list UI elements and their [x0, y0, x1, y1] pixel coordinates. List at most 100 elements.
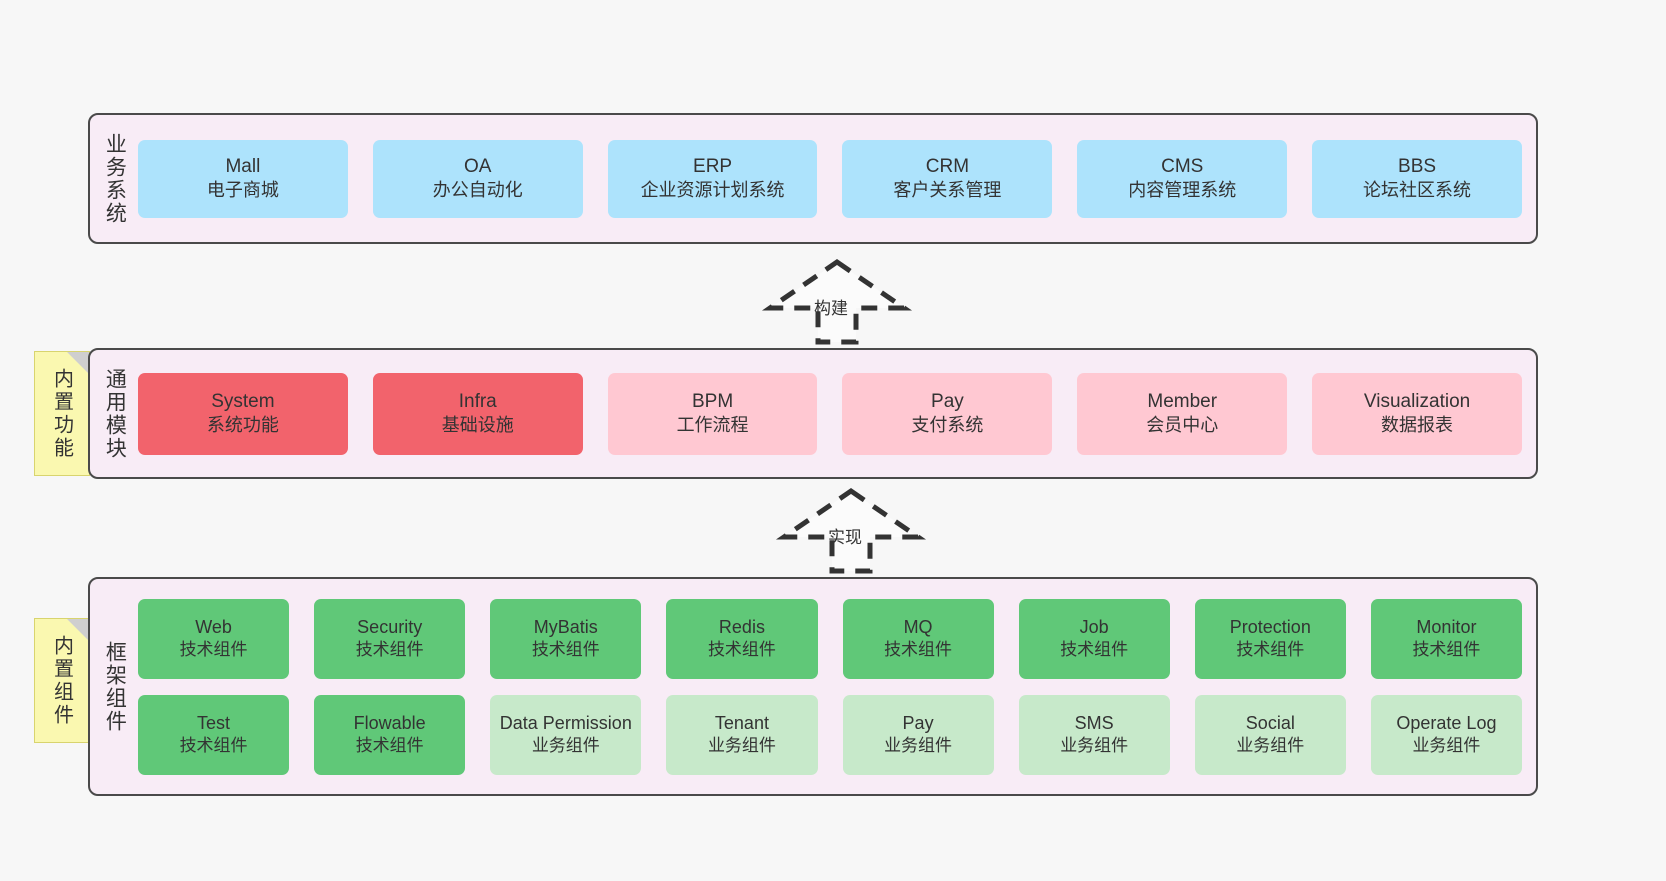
- card-data-permission-name: Data Permission: [499, 713, 632, 734]
- note-fold-corner-icon: [67, 619, 89, 641]
- card-security[interactable]: Security 技术组件: [314, 598, 466, 679]
- card-data-permission[interactable]: Data Permission 业务组件: [490, 694, 642, 775]
- card-protection-desc: 技术组件: [1236, 640, 1305, 660]
- note-fold-corner-icon: [67, 352, 89, 374]
- card-erp-name: ERP: [693, 155, 733, 177]
- card-web-desc: 技术组件: [179, 640, 248, 660]
- card-oa-desc: 办公自动化: [432, 180, 523, 201]
- layer-title-common: 通用模块: [103, 367, 127, 460]
- card-job[interactable]: Job 技术组件: [1018, 598, 1170, 679]
- card-cms[interactable]: CMS 内容管理系统: [1077, 139, 1288, 218]
- card-mall-name: Mall: [225, 155, 261, 177]
- card-oa-name: OA: [464, 155, 492, 177]
- card-bbs[interactable]: BBS 论坛社区系统: [1312, 139, 1522, 218]
- card-social-desc: 业务组件: [1236, 736, 1305, 756]
- card-flowable[interactable]: Flowable 技术组件: [314, 694, 466, 775]
- card-infra-name: Infra: [458, 390, 497, 412]
- sticky-note-builtin-features: 内置功能: [34, 351, 90, 476]
- card-test-name: Test: [197, 713, 231, 734]
- card-bpm[interactable]: BPM 工作流程: [607, 372, 818, 455]
- card-monitor-name: Monitor: [1416, 617, 1477, 638]
- card-mall-desc: 电子商城: [206, 180, 279, 201]
- layer-framework-components: 框架组件 Web 技术组件 Security 技术组件 MyBatis 技术组件…: [88, 577, 1538, 796]
- card-member[interactable]: Member 会员中心: [1077, 372, 1288, 455]
- card-tenant[interactable]: Tenant 业务组件: [666, 694, 818, 775]
- card-pay-component[interactable]: Pay 业务组件: [842, 694, 994, 775]
- card-system[interactable]: System 系统功能: [138, 372, 348, 455]
- connector-implement: 实现: [766, 487, 936, 574]
- connector-build-label: 构建: [814, 299, 848, 318]
- card-social[interactable]: Social 业务组件: [1194, 694, 1346, 775]
- layer-title-business: 业务系统: [103, 132, 127, 225]
- card-pay-module[interactable]: Pay 支付系统: [842, 372, 1053, 455]
- card-tenant-desc: 业务组件: [707, 736, 776, 756]
- card-sms-name: SMS: [1074, 713, 1114, 734]
- sticky-note-builtin-components: 内置组件: [34, 618, 90, 743]
- card-crm-name: CRM: [925, 155, 970, 177]
- layer-body-framework: Web 技术组件 Security 技术组件 MyBatis 技术组件 Redi…: [138, 579, 1536, 794]
- card-monitor[interactable]: Monitor 技术组件: [1370, 598, 1522, 679]
- card-visualization-desc: 数据报表: [1381, 415, 1454, 436]
- layer-title-framework: 框架组件: [103, 640, 127, 733]
- card-operate-log-name: Operate Log: [1396, 713, 1497, 734]
- card-data-permission-desc: 业务组件: [531, 736, 600, 756]
- card-visualization[interactable]: Visualization 数据报表: [1312, 372, 1522, 455]
- card-redis[interactable]: Redis 技术组件: [666, 598, 818, 679]
- card-bpm-desc: 工作流程: [676, 415, 749, 436]
- card-member-desc: 会员中心: [1146, 415, 1219, 436]
- card-pay-component-desc: 业务组件: [884, 736, 953, 756]
- card-bpm-name: BPM: [691, 390, 734, 412]
- card-pay-module-desc: 支付系统: [911, 415, 984, 436]
- business-card-row: Mall 电子商城 OA 办公自动化 ERP 企业资源计划系统 CRM 客户关系…: [138, 139, 1522, 218]
- card-infra-desc: 基础设施: [441, 415, 514, 436]
- card-web-name: Web: [195, 617, 232, 638]
- card-flowable-name: Flowable: [353, 713, 426, 734]
- sticky-note-builtin-components-label: 内置组件: [50, 634, 73, 727]
- card-protection[interactable]: Protection 技术组件: [1194, 598, 1346, 679]
- card-erp[interactable]: ERP 企业资源计划系统: [607, 139, 818, 218]
- card-test[interactable]: Test 技术组件: [138, 694, 290, 775]
- card-mq-desc: 技术组件: [884, 640, 953, 660]
- card-social-name: Social: [1245, 713, 1295, 734]
- card-mybatis[interactable]: MyBatis 技术组件: [490, 598, 642, 679]
- card-crm-desc: 客户关系管理: [893, 180, 1002, 201]
- card-visualization-name: Visualization: [1363, 390, 1471, 412]
- card-system-desc: 系统功能: [206, 415, 279, 436]
- card-erp-desc: 企业资源计划系统: [640, 180, 785, 201]
- card-bbs-name: BBS: [1398, 155, 1437, 177]
- framework-card-row-1: Web 技术组件 Security 技术组件 MyBatis 技术组件 Redi…: [138, 598, 1522, 679]
- card-tenant-name: Tenant: [714, 713, 769, 734]
- card-system-name: System: [211, 390, 275, 412]
- card-mybatis-name: MyBatis: [533, 617, 598, 638]
- card-pay-module-name: Pay: [931, 390, 964, 412]
- card-job-name: Job: [1079, 617, 1109, 638]
- common-card-row: System 系统功能 Infra 基础设施 BPM 工作流程 Pay 支付系统…: [138, 372, 1522, 455]
- card-protection-name: Protection: [1229, 617, 1311, 638]
- card-sms[interactable]: SMS 业务组件: [1018, 694, 1170, 775]
- layer-body-common: System 系统功能 Infra 基础设施 BPM 工作流程 Pay 支付系统…: [138, 350, 1536, 477]
- card-job-desc: 技术组件: [1060, 640, 1129, 660]
- card-redis-name: Redis: [718, 617, 765, 638]
- card-monitor-desc: 技术组件: [1412, 640, 1481, 660]
- card-member-name: Member: [1147, 390, 1218, 412]
- connector-implement-label: 实现: [828, 528, 862, 547]
- card-web[interactable]: Web 技术组件: [138, 598, 290, 679]
- card-cms-desc: 内容管理系统: [1128, 180, 1237, 201]
- card-mq[interactable]: MQ 技术组件: [842, 598, 994, 679]
- card-infra[interactable]: Infra 基础设施: [372, 372, 583, 455]
- card-test-desc: 技术组件: [179, 736, 248, 756]
- connector-build: 构建: [752, 258, 922, 345]
- card-pay-component-name: Pay: [902, 713, 934, 734]
- card-crm[interactable]: CRM 客户关系管理: [842, 139, 1053, 218]
- card-redis-desc: 技术组件: [707, 640, 776, 660]
- card-oa[interactable]: OA 办公自动化: [372, 139, 583, 218]
- card-mall[interactable]: Mall 电子商城: [138, 139, 348, 218]
- layer-business-systems: 业务系统 Mall 电子商城 OA 办公自动化 ERP 企业资源计划系统 CRM…: [88, 113, 1538, 244]
- card-mq-name: MQ: [903, 617, 933, 638]
- card-security-name: Security: [357, 617, 423, 638]
- card-security-desc: 技术组件: [355, 640, 424, 660]
- card-bbs-desc: 论坛社区系统: [1363, 180, 1472, 201]
- card-operate-log[interactable]: Operate Log 业务组件: [1370, 694, 1522, 775]
- framework-card-row-2: Test 技术组件 Flowable 技术组件 Data Permission …: [138, 694, 1522, 775]
